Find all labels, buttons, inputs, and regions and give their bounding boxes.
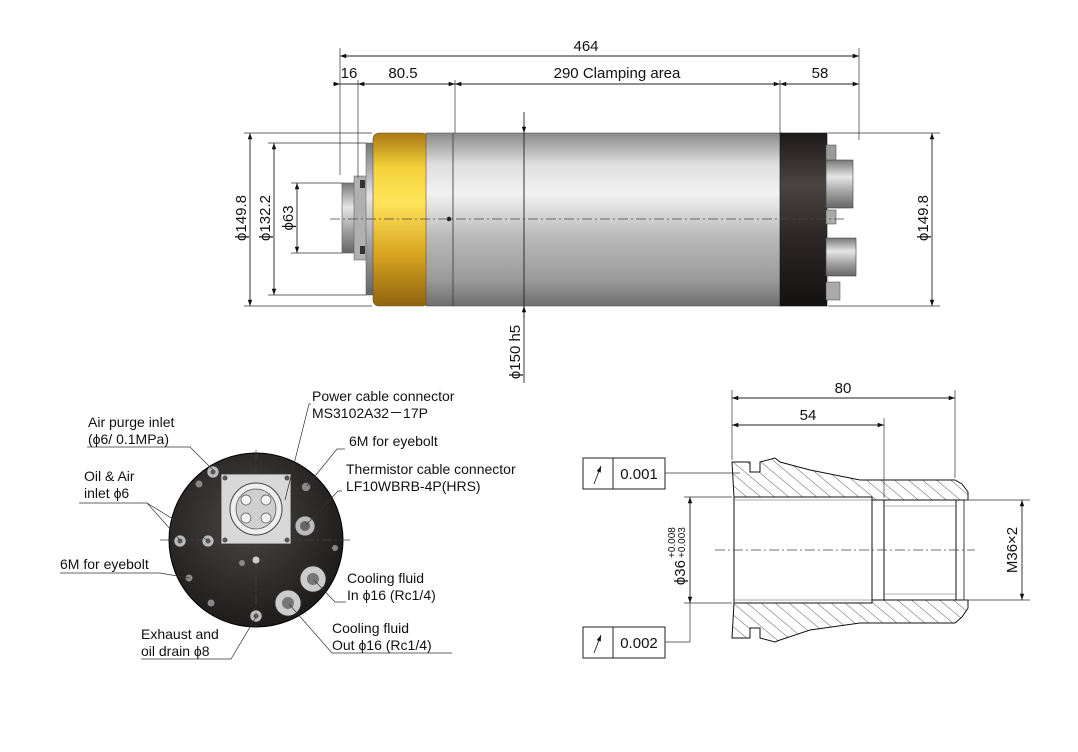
dia-body-label: ϕ150 h5 [507, 325, 524, 379]
section-lower-wall [731, 599, 969, 643]
svg-text:+0.003: +0.003 [677, 527, 688, 558]
bore-diameter-label: ϕ36 +0.008 +0.003 [667, 527, 689, 585]
left-diameter-dimensions: ϕ149.8 ϕ132.2 ϕ63 [233, 132, 372, 307]
runout-frame-top: 0.001 [582, 457, 740, 490]
runout-bottom-value: 0.002 [620, 635, 658, 652]
cooling-out-label-1: Cooling fluid [332, 620, 409, 636]
exhaust-label-1: Exhaust and [141, 626, 219, 642]
cooling-in-label-2: In ϕ16 (Rc1/4) [347, 587, 436, 603]
section-upper-wall [731, 457, 969, 501]
svg-text:+0.008: +0.008 [667, 527, 678, 558]
section-view [715, 457, 975, 643]
dia-left-outer-label: ϕ149.8 [233, 195, 250, 241]
rear-cap [779, 132, 828, 307]
dim-seg4-label: 58 [812, 65, 829, 82]
oil-air-label-1: Oil & Air [84, 468, 135, 484]
dim-total-label: 464 [573, 38, 598, 55]
exhaust-label-2: oil drain ϕ8 [141, 643, 210, 659]
dim-seg1-label: 16 [341, 65, 358, 82]
dim-54-label: 54 [800, 407, 817, 424]
power-connector-label-2: MS3102A32－17P [312, 405, 428, 421]
dia-left-inner-label: ϕ63 [280, 205, 297, 230]
dim-seg3-label: 290 Clamping area [554, 65, 681, 82]
dim-seg2-label: 80.5 [388, 65, 417, 82]
runout-frame-bottom: 0.002 [582, 603, 691, 659]
oil-air-label-2: inlet ϕ6 [84, 485, 129, 501]
thermistor-label-1: Thermistor cable connector [346, 461, 516, 477]
spindle-body [425, 132, 783, 307]
eyebolt-top-label: 6M for eyebolt [349, 433, 438, 449]
thermistor-label-2: LF10WBRB-4P(HRS) [346, 478, 481, 494]
air-purge-label-1: Air purge inlet [88, 414, 174, 430]
eyebolt-left-label: 6M for eyebolt [60, 556, 149, 572]
cooling-in-label-1: Cooling fluid [347, 570, 424, 586]
rear-view-labels: Power cable connector MS3102A32－17P Air … [60, 388, 516, 660]
cooling-out-label-2: Out ϕ16 (Rc1/4) [332, 637, 432, 653]
top-dimensions: 464 16 80.5 290 Clamping area 58 [333, 38, 860, 178]
runout-top-value: 0.001 [620, 466, 658, 483]
body-diameter-dimension: ϕ150 h5 [507, 112, 527, 383]
air-purge-label-2: (ϕ6/ 0.1MPa) [88, 431, 169, 447]
dia-left-mid-label: ϕ132.2 [257, 195, 274, 241]
rear-view [160, 450, 352, 630]
thread-label: M36×2 [1004, 527, 1021, 573]
right-diameter-dimension: ϕ149.8 [828, 132, 940, 307]
svg-text:ϕ36: ϕ36 [672, 560, 689, 585]
dim-80-label: 80 [835, 380, 852, 397]
gold-collar [372, 132, 429, 307]
power-connector-label-1: Power cable connector [312, 388, 455, 404]
section-dimensions: 80 54 ϕ36 +0.008 +0.003 M36×2 [667, 380, 1030, 604]
dia-right-label: ϕ149.8 [915, 195, 932, 241]
side-view [330, 132, 857, 307]
